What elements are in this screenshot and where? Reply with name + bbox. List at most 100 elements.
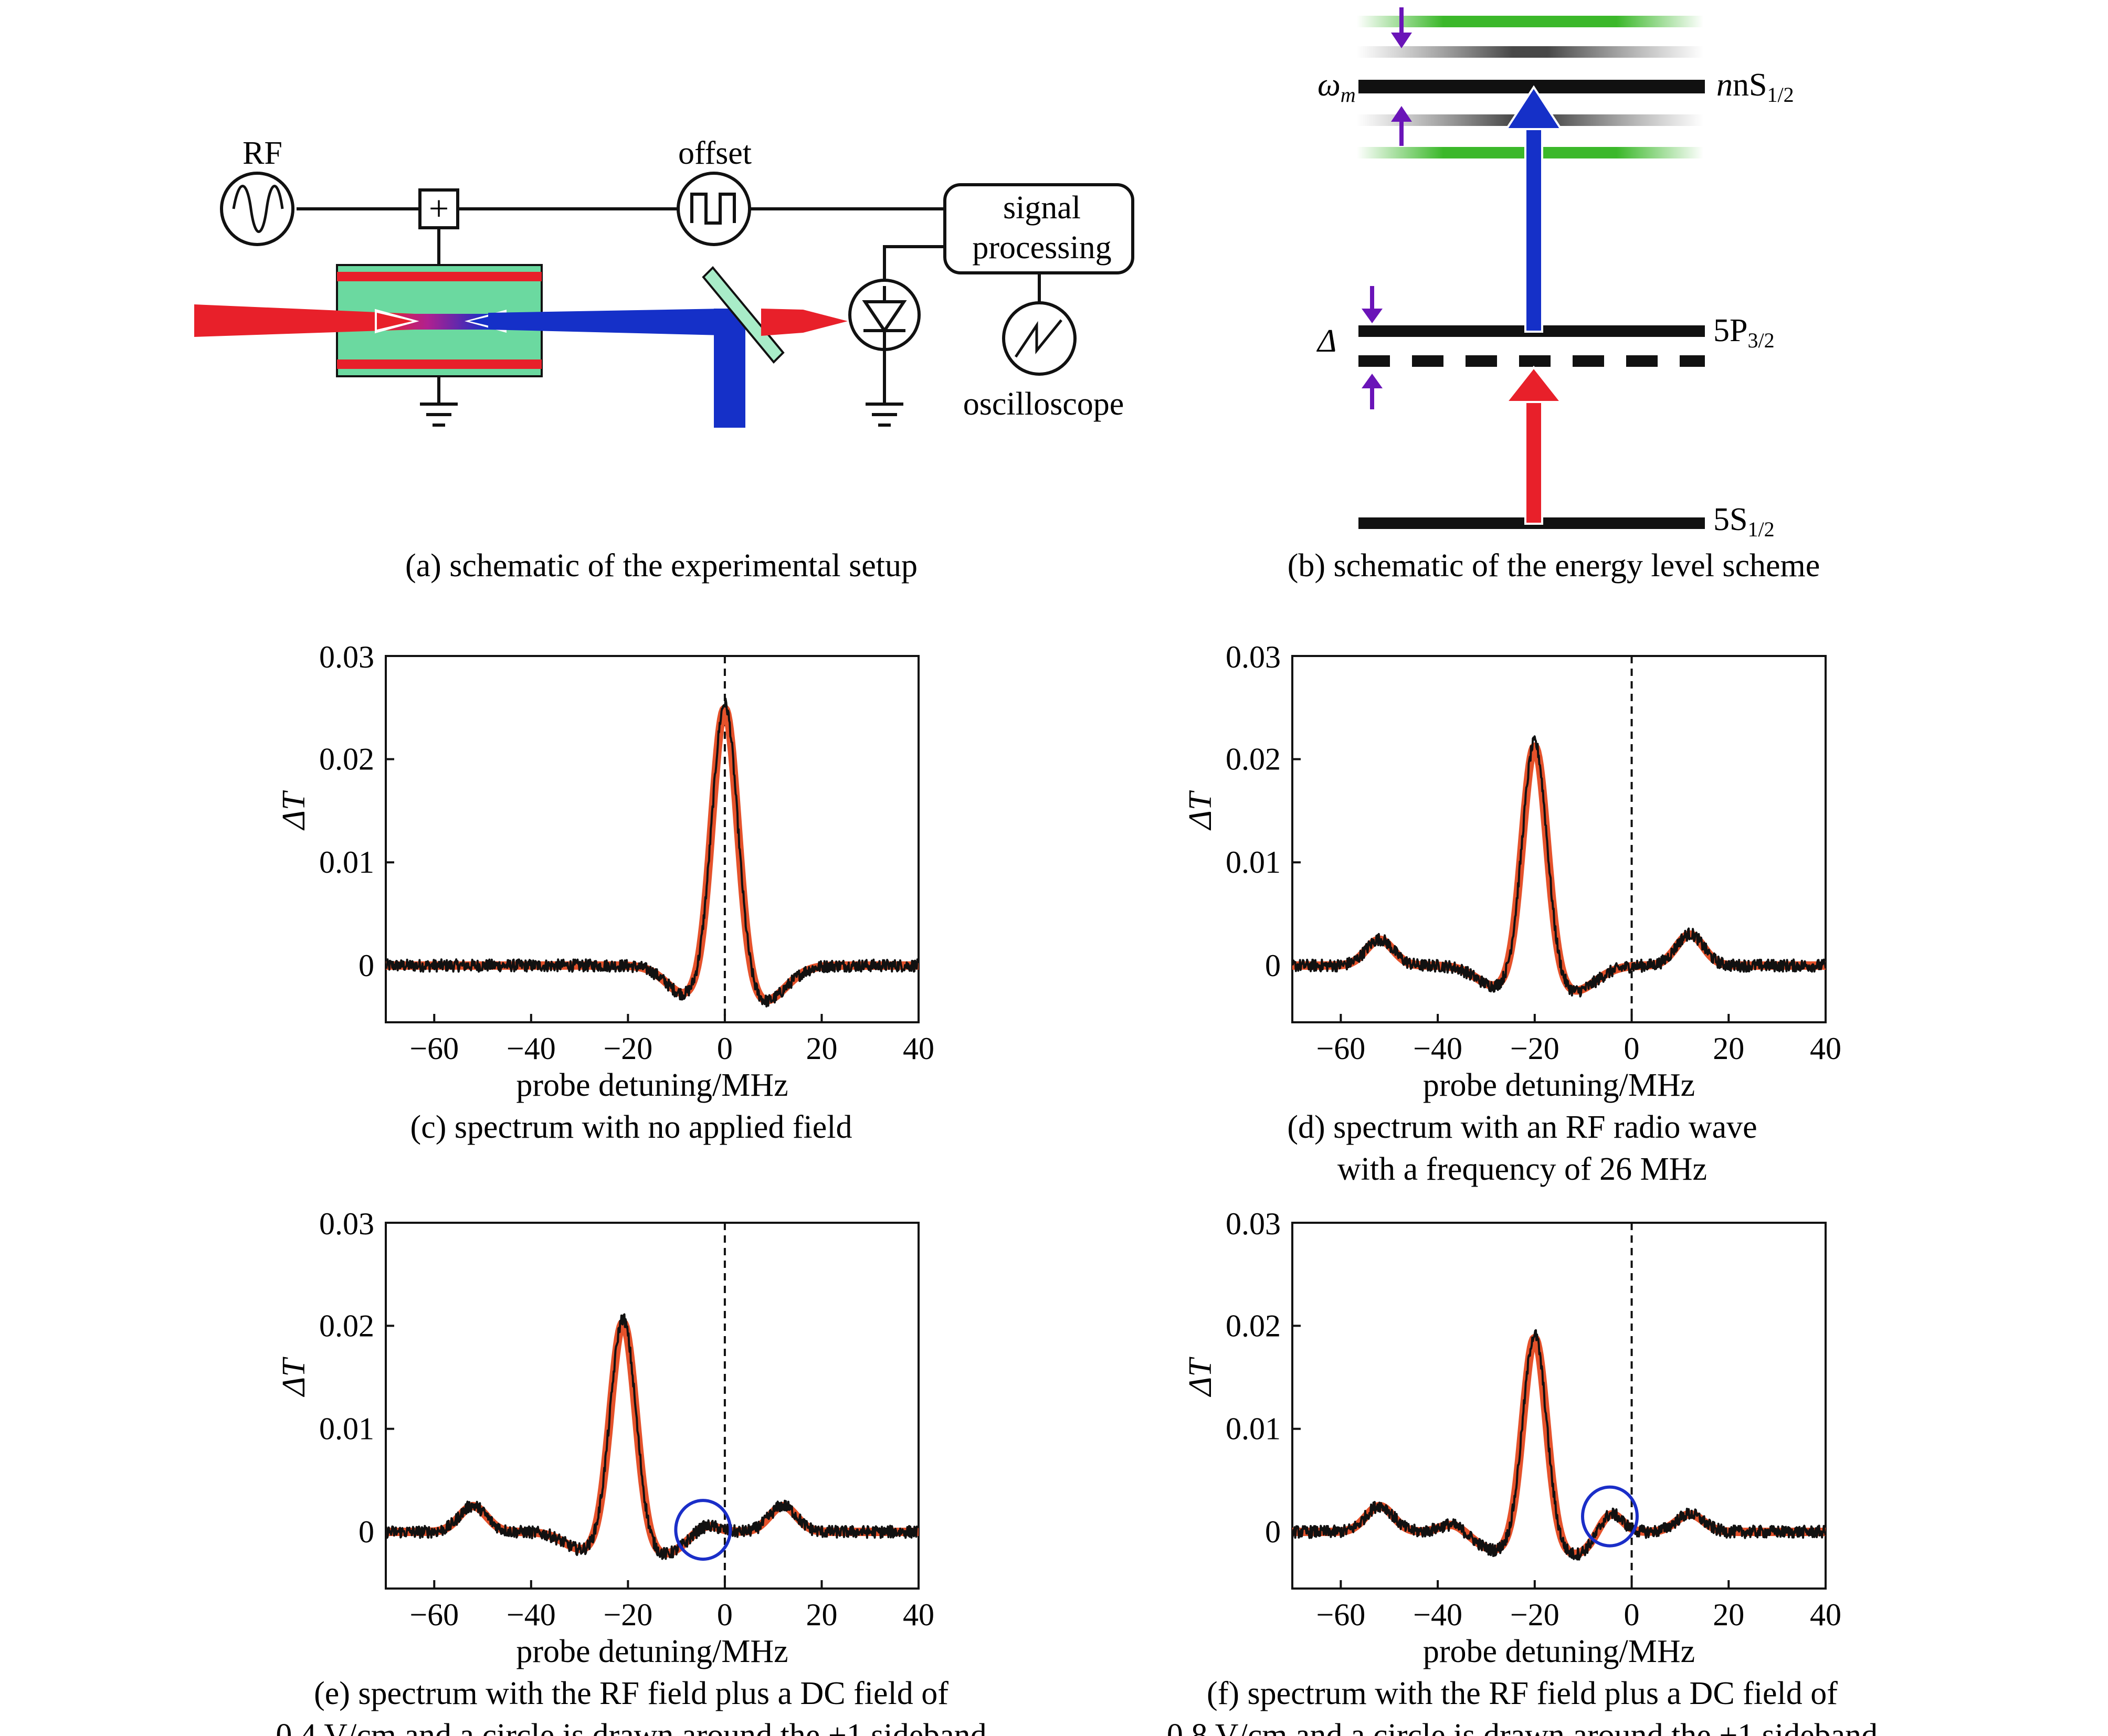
caption-a: (a) schematic of the experimental setup [405,548,918,584]
x-tick-label: −40 [1413,1031,1462,1066]
y-tick-label: 0.02 [319,742,374,777]
y-tick-label: 0 [359,1515,374,1549]
y-axis-label: ΔT [1183,790,1218,831]
processing-label: processing [972,230,1111,266]
upper-green-sideband [1357,16,1703,27]
x-tick-label: 0 [717,1031,733,1066]
x-tick-label: 0 [717,1597,733,1632]
caption-e-line: 0.4 V/cm and a circle is drawn around th… [276,1718,986,1736]
x-axis-label: probe detuning/MHz [1423,1634,1695,1669]
y-tick-label: 0.01 [319,845,374,880]
y-tick-label: 0.02 [319,1308,374,1343]
x-tick-label: 40 [1810,1597,1841,1632]
probe-arrowhead-inner [377,313,413,330]
caption-c-line: (c) spectrum with no applied field [410,1109,852,1145]
sideband-spacing-markers [1391,7,1412,146]
delta-label: Δ [1316,323,1336,359]
plot-frame [1291,655,1827,1023]
caption-d-line: (d) spectrum with an RF radio wave [1287,1109,1757,1145]
caption-e-line: (e) spectrum with the RF field plus a DC… [314,1676,948,1711]
plot-frame [1291,1222,1827,1590]
upper-gray-sideband [1357,46,1703,58]
x-tick-label: 40 [903,1597,934,1632]
caption-b: (b) schematic of the energy level scheme [1288,548,1820,584]
rf-label: RF [243,135,282,171]
x-tick-label: −20 [603,1031,652,1066]
x-tick-label: 0 [1624,1031,1640,1066]
detuning-markers [1362,286,1383,409]
cell-ground-icon [420,376,458,427]
y-axis-label: ΔT [276,790,312,831]
offset-label: offset [678,135,752,171]
y-tick-label: 0 [1265,1515,1281,1549]
top-electrode [337,272,542,281]
data-trace [385,1313,920,1560]
x-tick-label: −60 [409,1597,459,1632]
x-tick-label: 40 [903,1031,934,1066]
5s-label: 5S1/2 [1713,502,1775,541]
x-tick-label: −20 [1510,1031,1559,1066]
diode-ground-icon [866,350,903,427]
transmitted-probe-beam [761,309,848,336]
y-axis-label: ΔT [1183,1357,1218,1398]
y-tick-label: 0.03 [1226,640,1281,674]
photodiode-icon [848,279,921,351]
x-axis-label: probe detuning/MHz [516,1067,788,1103]
x-tick-label: −60 [409,1031,459,1066]
sideband-circle [1580,1485,1639,1548]
y-tick-label: 0.03 [319,1206,374,1241]
oscilloscope-icon [1002,301,1077,376]
signal-label: signal [1003,190,1081,226]
ns-label-text: nS [1733,67,1767,103]
dichroic-mirror [702,266,785,364]
y-tick-label: 0 [1265,948,1281,983]
coupling-beam-vertical [714,309,745,428]
y-axis-label: ΔT [276,1357,312,1398]
x-axis-label: probe detuning/MHz [1423,1067,1695,1103]
x-tick-label: −40 [507,1031,556,1066]
fit-curve [1289,1333,1829,1558]
x-tick-label: 40 [1810,1031,1841,1066]
fit-curve [383,704,922,1004]
y-tick-label: 0.01 [1226,845,1281,880]
omega-label: ωm [1318,67,1356,107]
y-tick-label: 0.01 [319,1412,374,1446]
y-tick-label: 0.03 [1226,1206,1281,1241]
caption-f-line: (f) spectrum with the RF field plus a DC… [1207,1676,1838,1711]
data-trace [1291,735,1827,998]
sideband-circle [674,1499,732,1561]
diode-wire [883,245,945,286]
x-tick-label: −20 [1510,1597,1559,1632]
x-tick-label: −40 [1413,1597,1462,1632]
caption-f-line: 0.8 V/cm and a circle is drawn around th… [1167,1718,1878,1736]
square-wave-icon [677,172,751,246]
x-tick-label: −20 [603,1597,652,1632]
coupling-arrow-head [1504,85,1563,130]
coupling-transition-arrow [1524,125,1543,333]
x-tick-label: 20 [1713,1597,1744,1632]
oscilloscope-label: oscilloscope [963,386,1124,422]
y-tick-label: 0 [359,948,374,983]
x-tick-label: 20 [806,1031,837,1066]
x-tick-label: −60 [1316,1031,1365,1066]
probe-arrow-head [1504,365,1564,403]
x-tick-label: −40 [507,1597,556,1632]
adder-plus-label: + [429,188,449,228]
x-tick-label: −60 [1316,1597,1365,1632]
probe-beam [194,304,415,337]
coupling-beam [488,309,745,336]
x-axis-label: probe detuning/MHz [516,1634,788,1669]
plot-frame [385,1222,920,1590]
y-tick-label: 0.01 [1226,1412,1281,1446]
x-tick-label: 20 [1713,1031,1744,1066]
caption-d-line: with a frequency of 26 MHz [1337,1151,1707,1187]
rf-source-icon [220,172,294,246]
data-trace [385,697,920,1008]
5p-label: 5P3/2 [1713,313,1775,352]
y-tick-label: 0.03 [319,640,374,674]
